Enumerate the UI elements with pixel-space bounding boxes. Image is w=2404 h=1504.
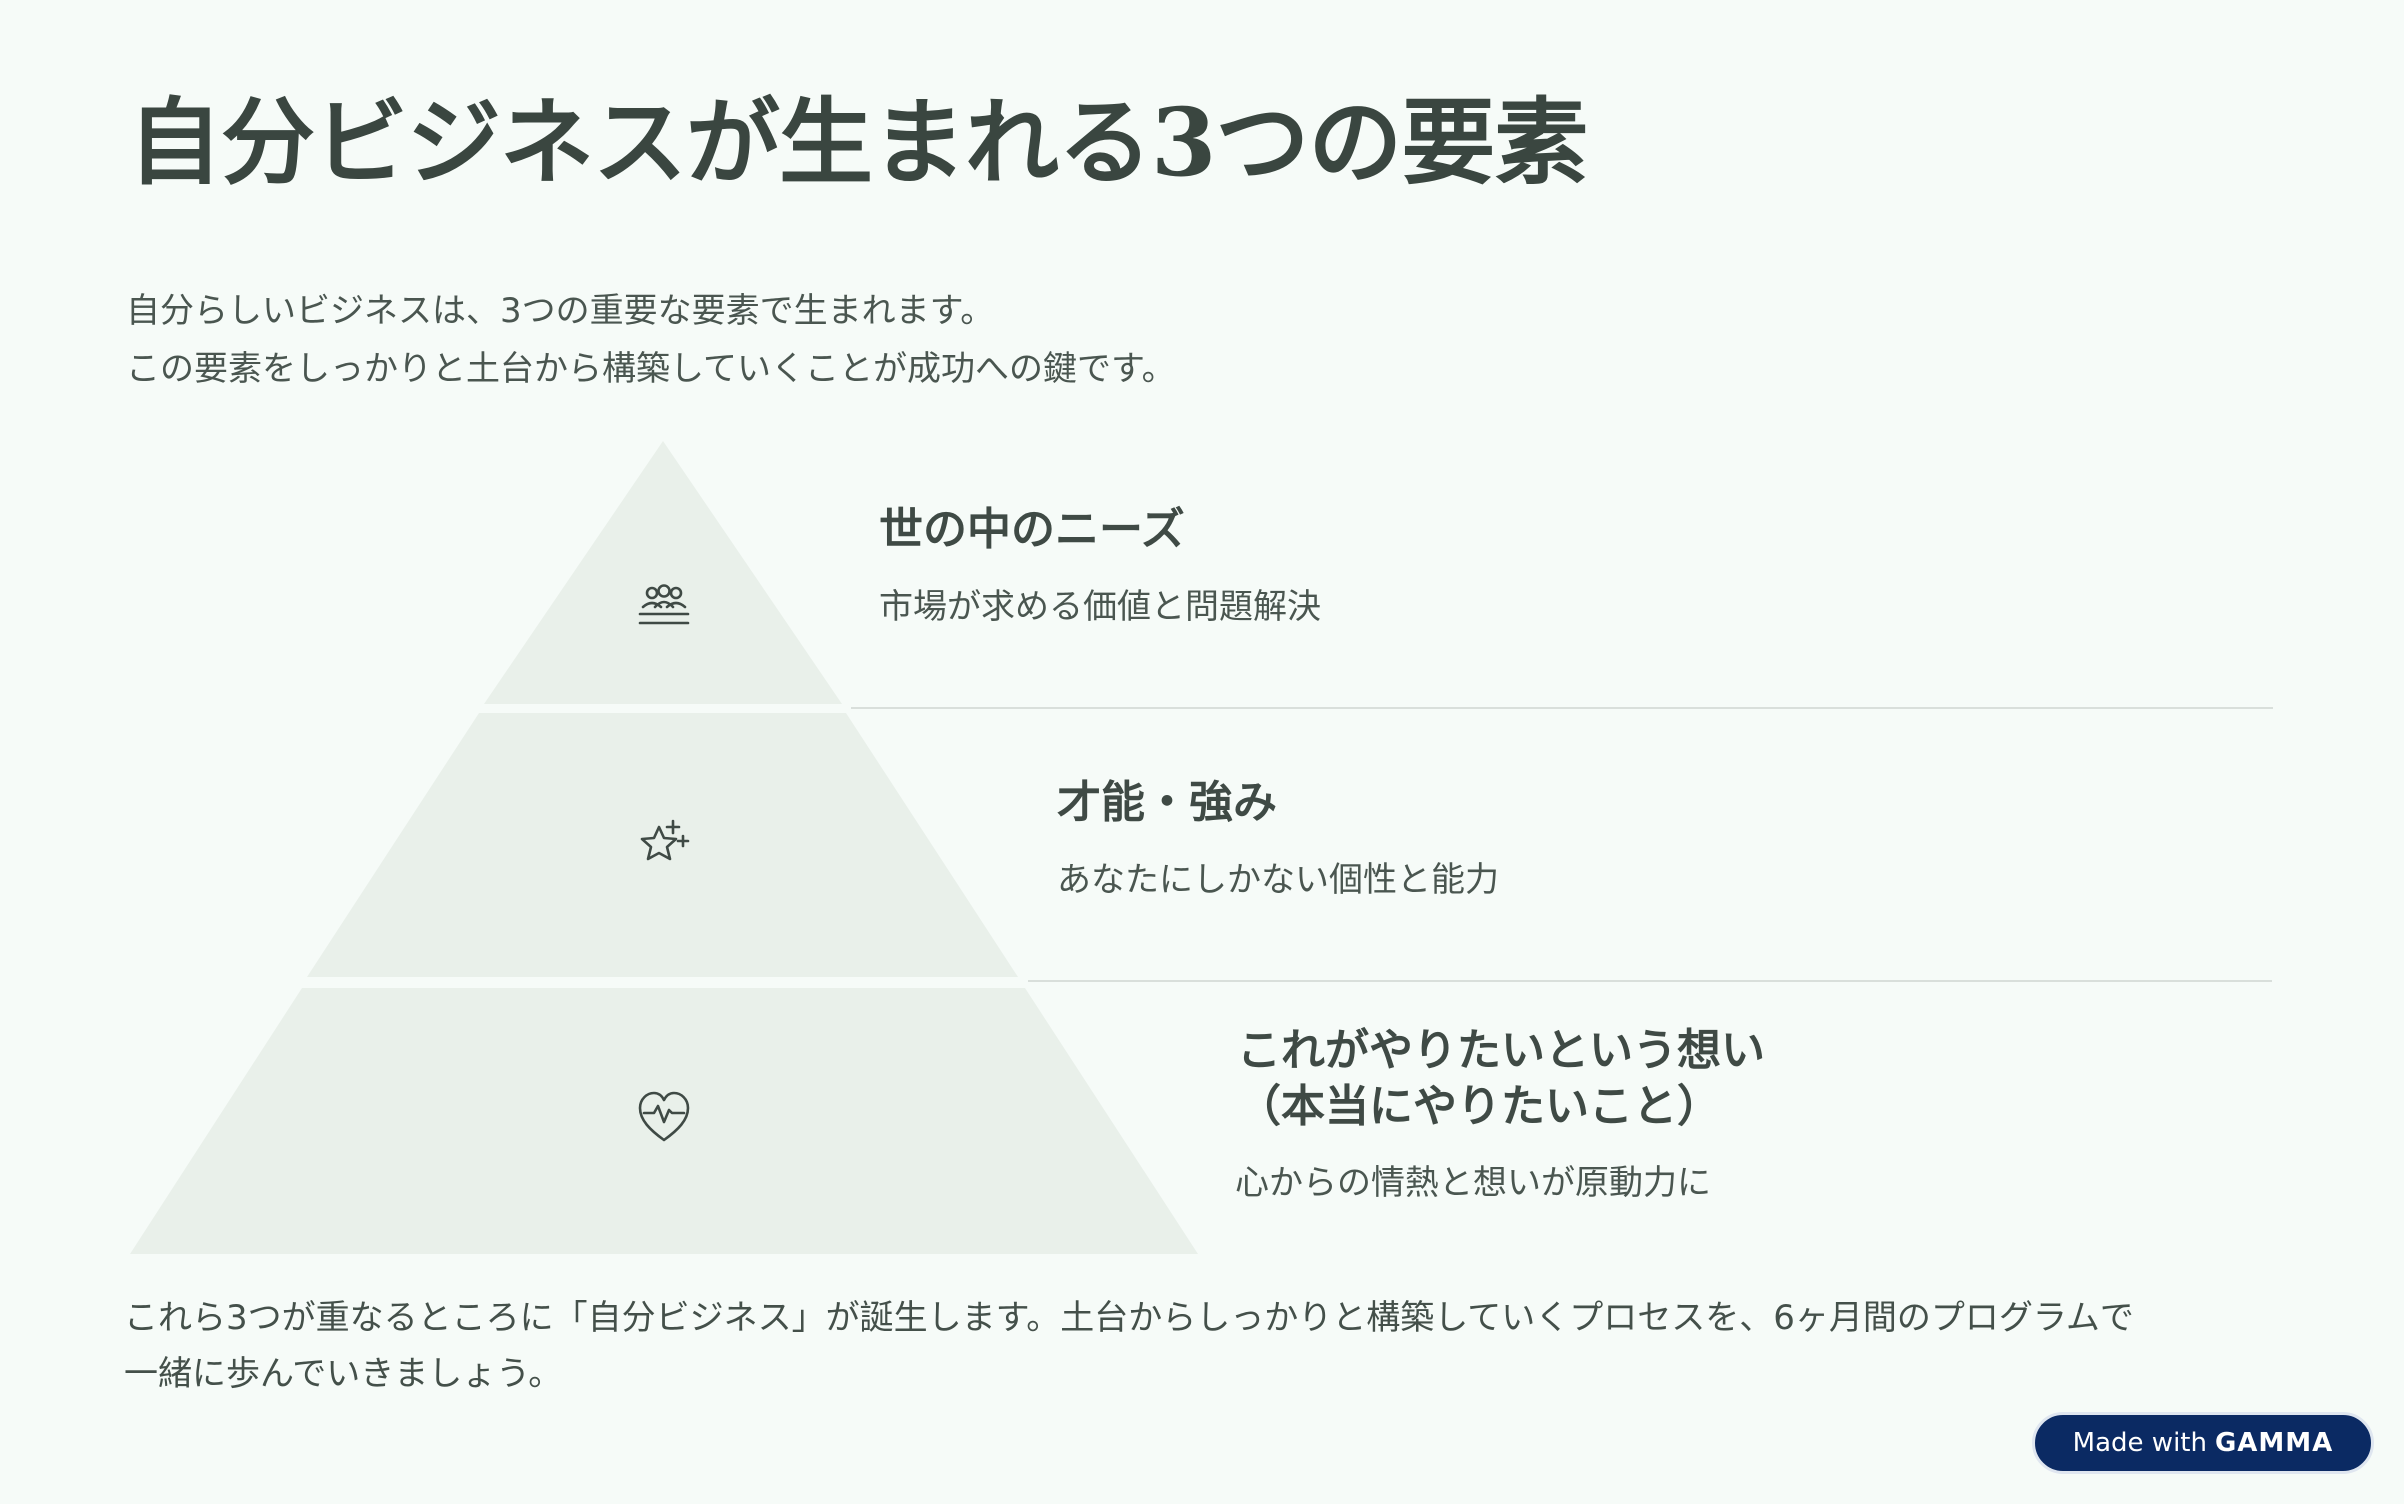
- tier-divider-1: [851, 707, 2273, 709]
- footer-line-2: 一緒に歩んでいきましょう。: [124, 1354, 563, 1394]
- tier-3-title-line-1: これがやりたいという想い: [1237, 1025, 1765, 1076]
- tier-3-title: これがやりたいという想い （本当にやりたいこと）: [1237, 1023, 1765, 1135]
- intro-line-1: 自分らしいビジネスは、3つの重要な要素で生まれます。: [126, 291, 995, 331]
- sparkle-star-icon: [640, 819, 690, 861]
- made-with-gamma-badge[interactable]: Made with GAMMA: [2032, 1412, 2374, 1474]
- badge-prefix: Made with: [2072, 1428, 2207, 1458]
- tier-2-title-line: 才能・強み: [1057, 777, 1277, 828]
- footer-line-1: これら3つが重なるところに「自分ビジネス」が誕生します。土台からしっかりと構築し…: [124, 1298, 2134, 1338]
- people-icon: [638, 584, 690, 625]
- heart-pulse-icon: [638, 1091, 690, 1142]
- footer-text: これら3つが重なるところに「自分ビジネス」が誕生します。土台からしっかりと構築し…: [124, 1290, 2134, 1402]
- pyramid-tier-top: [484, 441, 842, 704]
- tier-3-title-line-2: （本当にやりたいこと）: [1237, 1081, 1721, 1132]
- tier-1-desc: 市場が求める価値と問題解決: [879, 587, 1321, 627]
- intro-text: 自分らしいビジネスは、3つの重要な要素で生まれます。 この要素をしっかりと土台か…: [126, 282, 1176, 398]
- tier-1-title-line: 世の中のニーズ: [879, 504, 1185, 555]
- gamma-logo: GAMMA: [2214, 1428, 2334, 1458]
- tier-3-desc: 心からの情熱と想いが原動力に: [1235, 1163, 1711, 1203]
- intro-line-2: この要素をしっかりと土台から構築していくことが成功への鍵です。: [126, 349, 1176, 389]
- tier-2-title: 才能・強み: [1057, 775, 1277, 831]
- tier-2-desc: あなたにしかない個性と能力: [1057, 860, 1499, 900]
- page-title: 自分ビジネスが生まれる3つの要素: [128, 88, 1588, 198]
- tier-divider-2: [1028, 980, 2272, 982]
- tier-1-title: 世の中のニーズ: [879, 502, 1185, 558]
